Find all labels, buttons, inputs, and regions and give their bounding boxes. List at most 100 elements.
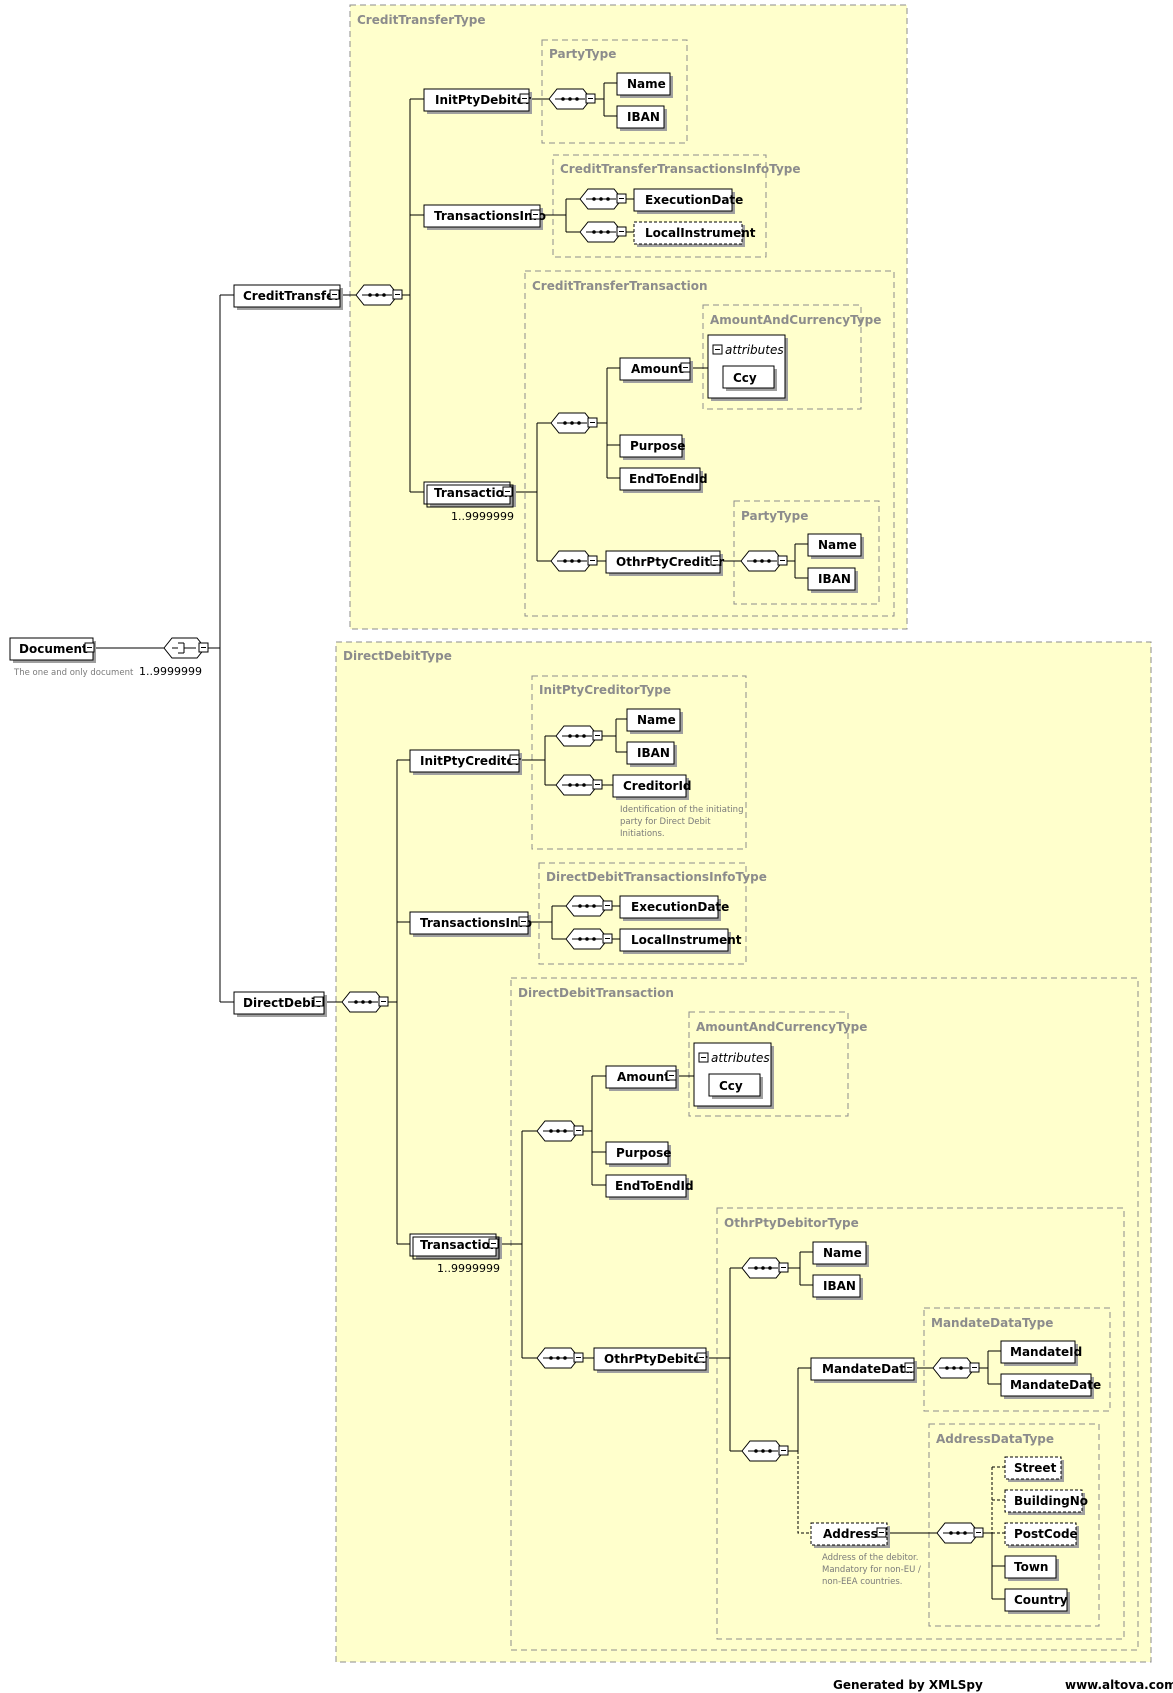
country-element[interactable]: Country: [1004, 1588, 1070, 1614]
address-sequence[interactable]: [936, 1522, 984, 1544]
dd-end-to-end-element[interactable]: EndToEndId: [605, 1174, 694, 1200]
ct-ti-sequence-2[interactable]: [579, 221, 627, 243]
dd-ti-sequence-2[interactable]: [565, 928, 613, 950]
creditor-id-element[interactable]: CreditorId: [612, 774, 692, 800]
dd-othr-sequence-2[interactable]: [741, 1440, 789, 1462]
altova-link[interactable]: www.altova.com: [1065, 1678, 1173, 1692]
mandate-date-element[interactable]: MandateDate: [1000, 1373, 1101, 1399]
ct-othr-name-element[interactable]: Name: [807, 533, 864, 559]
mandate-data-element[interactable]: MandateData: [810, 1357, 917, 1383]
dd-attributes-label: attributes: [711, 1051, 770, 1065]
othr-pty-debitor-label: OthrPtyDebitor: [604, 1352, 708, 1366]
ct-othr-sequence[interactable]: [740, 550, 788, 572]
dd-transaction-label: Transaction: [420, 1238, 498, 1252]
dd-othr-name-label: Name: [823, 1246, 862, 1260]
mandate-sequence[interactable]: [932, 1357, 980, 1379]
ct-transactions-info-element[interactable]: TransactionsInfo: [423, 204, 546, 230]
ct-amount-element[interactable]: Amount: [619, 357, 693, 383]
dd-purpose-element[interactable]: Purpose: [605, 1141, 671, 1167]
ct-init-iban-element[interactable]: IBAN: [616, 105, 667, 131]
dd-tx-sequence-1[interactable]: [536, 1120, 584, 1142]
direct-debit-label: DirectDebit: [243, 996, 321, 1010]
dd-transaction-type-title: DirectDebitTransaction: [518, 986, 674, 1000]
dd-transaction-element[interactable]: Transaction: [409, 1233, 502, 1260]
dd-othr-name-element[interactable]: Name: [812, 1241, 869, 1267]
dd-init-iban-element[interactable]: IBAN: [626, 741, 677, 767]
ct-othr-party-type-title: PartyType: [741, 509, 808, 523]
ct-othr-pty-creditor-element[interactable]: OthrPtyCreditor: [605, 550, 724, 576]
ct-amount-type-title: AmountAndCurrencyType: [710, 313, 881, 327]
ct-init-name-element[interactable]: Name: [616, 72, 673, 98]
ct-execution-date-element[interactable]: ExecutionDate: [633, 188, 743, 214]
credit-transfer-element[interactable]: CreditTransfer: [233, 284, 343, 310]
dd-local-instrument-element[interactable]: LocalInstrument: [619, 928, 742, 954]
dd-tx-sequence-2[interactable]: [536, 1347, 584, 1369]
address-anno-3: non-EEA countries.: [822, 1577, 903, 1587]
dd-transactions-info-type-title: DirectDebitTransactionsInfoType: [546, 870, 767, 884]
dd-end-to-end-label: EndToEndId: [615, 1179, 694, 1193]
othr-pty-debitor-element[interactable]: OthrPtyDebitor: [593, 1347, 709, 1373]
ct-tx-sequence-2[interactable]: [550, 550, 598, 572]
mandate-date-label: MandateDate: [1010, 1378, 1101, 1392]
ct-tx-sequence-1[interactable]: [550, 412, 598, 434]
init-pty-debitor-element[interactable]: InitPtyDebitor: [423, 88, 532, 114]
building-no-label: BuildingNo: [1014, 1494, 1088, 1508]
ct-execution-date-label: ExecutionDate: [645, 193, 743, 207]
address-label: Address: [823, 1527, 878, 1541]
ct-sequence[interactable]: [355, 284, 403, 306]
ct-amount-label: Amount: [631, 362, 684, 376]
choice-occurrence: 1..9999999: [139, 665, 202, 678]
mandate-data-label: MandateData: [822, 1362, 913, 1376]
dd-execution-date-label: ExecutionDate: [631, 900, 729, 914]
dd-init-sequence-1[interactable]: [555, 725, 603, 747]
dd-sequence[interactable]: [341, 991, 389, 1013]
ct-othr-iban-element[interactable]: IBAN: [807, 567, 858, 593]
ct-purpose-element[interactable]: Purpose: [619, 434, 685, 460]
dd-execution-date-element[interactable]: ExecutionDate: [619, 895, 729, 921]
ct-init-name-label: Name: [627, 77, 666, 91]
dd-amount-type-title: AmountAndCurrencyType: [696, 1020, 867, 1034]
ct-transaction-element[interactable]: Transaction: [423, 481, 516, 508]
town-label: Town: [1014, 1560, 1048, 1574]
dd-local-instrument-label: LocalInstrument: [631, 933, 742, 947]
direct-debit-element[interactable]: DirectDebit: [233, 991, 327, 1017]
dd-purpose-label: Purpose: [616, 1146, 671, 1160]
building-no-element[interactable]: BuildingNo: [1004, 1489, 1088, 1515]
dd-ccy-label: Ccy: [719, 1079, 743, 1093]
ct-transactions-info-label: TransactionsInfo: [434, 209, 546, 223]
choice-compositor[interactable]: [163, 637, 209, 659]
dd-transaction-occurrence: 1..9999999: [437, 1262, 500, 1275]
ct-local-instrument-element[interactable]: LocalInstrument: [633, 221, 756, 247]
ct-init-sequence[interactable]: [548, 88, 596, 110]
document-annotation: The one and only document: [13, 668, 134, 678]
ct-ti-sequence-1[interactable]: [579, 188, 627, 210]
ct-end-to-end-element[interactable]: EndToEndId: [619, 467, 708, 493]
dd-init-name-label: Name: [637, 713, 676, 727]
street-element[interactable]: Street: [1004, 1456, 1064, 1482]
town-element[interactable]: Town: [1004, 1555, 1059, 1581]
othr-pty-debitor-type-title: OthrPtyDebitorType: [724, 1216, 859, 1230]
address-data-type-title: AddressDataType: [936, 1432, 1054, 1446]
post-code-element[interactable]: PostCode: [1004, 1522, 1079, 1548]
dd-othr-iban-label: IBAN: [823, 1279, 856, 1293]
dd-init-name-element[interactable]: Name: [626, 708, 683, 734]
ct-othr-iban-label: IBAN: [818, 572, 851, 586]
dd-amount-label: Amount: [617, 1070, 670, 1084]
address-element[interactable]: Address: [810, 1522, 890, 1548]
dd-othr-sequence-1[interactable]: [741, 1257, 789, 1279]
dd-amount-element[interactable]: Amount: [605, 1065, 679, 1091]
init-pty-creditor-element[interactable]: InitPtyCreditor: [409, 749, 522, 775]
connectors: [96, 82, 1005, 1600]
party-type-title: PartyType: [549, 47, 616, 61]
dd-init-sequence-2[interactable]: [555, 774, 603, 796]
dd-othr-iban-element[interactable]: IBAN: [812, 1274, 863, 1300]
document-element[interactable]: Document: [9, 637, 96, 663]
ct-ccy-label: Ccy: [733, 371, 757, 385]
dd-transactions-info-element[interactable]: TransactionsInfo: [409, 911, 532, 937]
address-anno-1: Address of the debitor.: [822, 1553, 918, 1563]
dd-init-iban-label: IBAN: [637, 746, 670, 760]
creditor-id-anno-2: party for Direct Debit: [620, 817, 711, 827]
dd-ti-sequence-1[interactable]: [565, 895, 613, 917]
mandate-id-element[interactable]: MandateId: [1000, 1340, 1082, 1366]
